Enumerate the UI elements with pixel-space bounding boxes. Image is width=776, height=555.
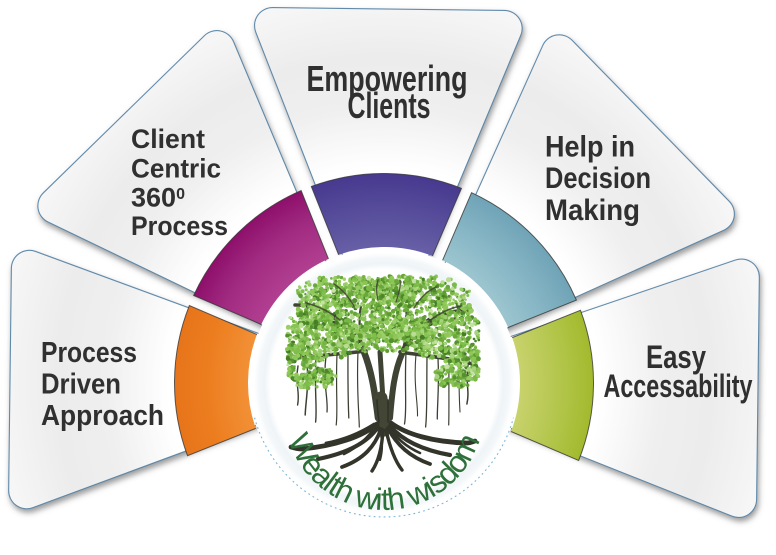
- svg-text:Decision: Decision: [545, 162, 651, 195]
- svg-text:Process: Process: [41, 337, 137, 369]
- svg-text:Client: Client: [131, 124, 205, 154]
- svg-text:Clients: Clients: [348, 85, 431, 126]
- svg-text:Centric: Centric: [131, 154, 221, 184]
- svg-text:Approach: Approach: [41, 400, 164, 432]
- svg-text:Accessability: Accessability: [604, 368, 753, 404]
- svg-text:Help in: Help in: [545, 131, 635, 164]
- svg-text:Driven: Driven: [41, 369, 121, 401]
- svg-text:Process: Process: [131, 211, 228, 241]
- svg-text:Making: Making: [545, 194, 640, 227]
- svg-text:3600: 3600: [131, 183, 185, 213]
- svg-text:Easy: Easy: [646, 339, 706, 375]
- svg-text:t: t: [381, 482, 391, 517]
- svg-text:Empowering: Empowering: [307, 58, 468, 99]
- svg-text:i: i: [375, 482, 384, 517]
- svg-text:h: h: [385, 480, 407, 517]
